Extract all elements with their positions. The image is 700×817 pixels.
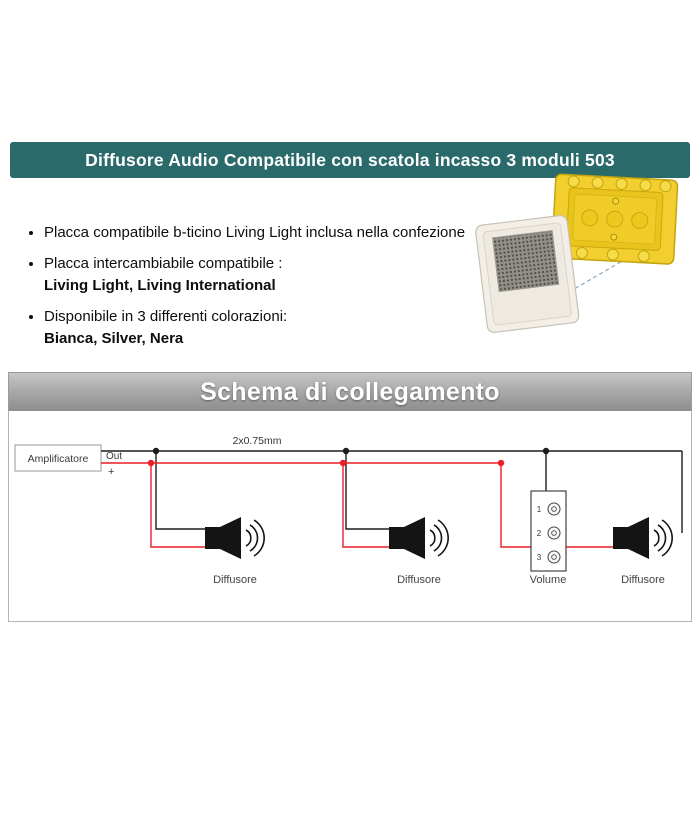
speaker-icon xyxy=(612,516,673,560)
schema-banner: Schema di collegamento xyxy=(8,372,692,411)
wire-negative xyxy=(101,450,683,533)
speaker-icon xyxy=(388,516,449,560)
product-illustration xyxy=(475,173,679,333)
speaker-label: Diffusore xyxy=(621,574,665,586)
volume-label: Volume xyxy=(530,574,567,586)
speaker-icon xyxy=(204,516,265,560)
speaker-wall-plate xyxy=(475,214,580,333)
flush-mount-box xyxy=(551,173,679,265)
speaker-label: Diffusore xyxy=(397,574,441,586)
product-photo xyxy=(472,164,694,366)
schema-title: Schema di collegamento xyxy=(200,377,500,406)
wire-positive xyxy=(101,462,613,548)
title-banner: Diffusore Audio Compatibile con scatola … xyxy=(10,142,690,178)
volume-terminal-label: 3 xyxy=(537,553,542,562)
plus-label: + xyxy=(108,466,114,478)
amplifier-label: Amplificatore xyxy=(28,453,89,465)
amplifier-box: Amplificatore xyxy=(14,444,102,472)
feature-text: Placca intercambiabile compatibile : xyxy=(44,254,283,272)
cable-size-label: 2x0.75mm xyxy=(232,435,281,447)
feature-text-bold: Bianca, Silver, Nera xyxy=(44,330,184,347)
wiring-diagram-svg: Amplificatore Out + 2x0.75mm xyxy=(14,435,683,586)
volume-terminal-label: 1 xyxy=(537,505,542,514)
out-label: Out xyxy=(106,451,122,462)
page-title: Diffusore Audio Compatibile con scatola … xyxy=(85,149,615,170)
feature-text-bold: Living Light, Living International xyxy=(44,277,276,294)
junction-dots-negative xyxy=(152,447,550,455)
feature-item: Placca intercambiabile compatibile : Liv… xyxy=(44,253,484,298)
junction-dots-positive xyxy=(147,459,505,467)
speaker-label: Diffusore xyxy=(213,574,257,586)
volume-control: 1 2 3 xyxy=(530,490,567,572)
feature-list: Placca compatibile b-ticino Living Light… xyxy=(18,222,484,359)
feature-text: Placca compatibile b-ticino Living Light… xyxy=(44,224,466,241)
feature-text: Disponibile in 3 differenti colorazioni: xyxy=(44,307,288,325)
feature-item: Disponibile in 3 differenti colorazioni:… xyxy=(44,306,484,351)
feature-item: Placca compatibile b-ticino Living Light… xyxy=(44,222,484,245)
speaker-grille xyxy=(492,230,560,293)
volume-terminal-label: 2 xyxy=(537,529,542,538)
wiring-diagram: Amplificatore Out + 2x0.75mm xyxy=(8,411,692,622)
